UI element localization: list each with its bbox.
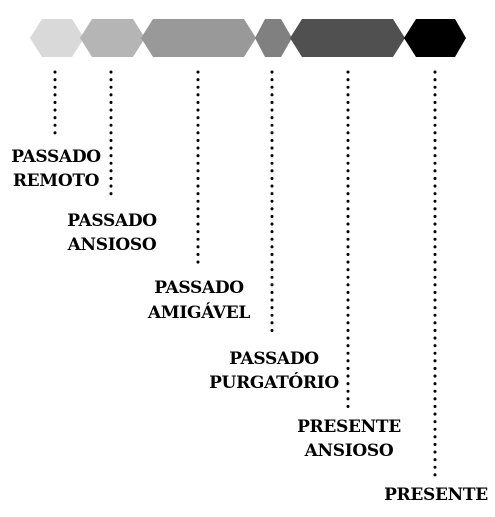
- label-presente-ansioso-line2: ANSIOSO: [304, 441, 394, 461]
- label-passado-purgatorio-line2: PURGATÓRIO: [209, 372, 339, 393]
- label-passado-remoto-line2: REMOTO: [13, 171, 100, 191]
- segment-passado-purgatorio: [255, 19, 292, 57]
- stage-labels: PASSADO REMOTO PASSADO ANSIOSO PASSADO A…: [11, 147, 488, 505]
- label-passado-amigavel-line1: PASSADO: [154, 278, 244, 298]
- dotted-connectors: [53, 70, 437, 477]
- segment-passado-remoto: [30, 19, 84, 57]
- label-presente-ansioso-line1: PRESENTE: [297, 417, 401, 437]
- segment-passado-ansioso: [80, 19, 145, 57]
- label-presente: PRESENTE: [384, 485, 488, 505]
- label-passado-ansioso-line1: PASSADO: [67, 211, 157, 231]
- hexagon-segments: [30, 19, 466, 57]
- segment-presente: [404, 19, 466, 57]
- segment-passado-amigavel: [141, 19, 256, 57]
- label-passado-remoto-line1: PASSADO: [11, 147, 101, 167]
- segment-presente-ansioso: [290, 19, 405, 57]
- label-passado-amigavel-line2: AMIGÁVEL: [147, 302, 250, 323]
- label-passado-ansioso-line2: ANSIOSO: [67, 235, 157, 255]
- label-passado-purgatorio-line1: PASSADO: [229, 349, 319, 369]
